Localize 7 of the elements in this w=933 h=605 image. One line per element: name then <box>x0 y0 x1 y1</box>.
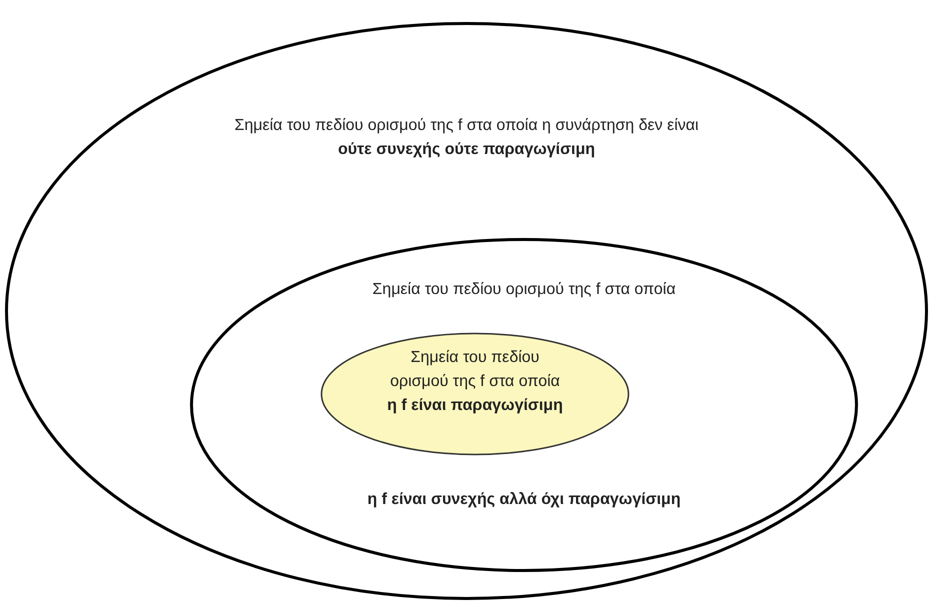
set-description: Σημεία του πεδίου ορισμού της f στα οποία η f είναι παραγωγίσιμη <box>386 348 564 416</box>
set-description: η f είναι συνεχής αλλά όχι παραγωγίσιμη <box>366 490 682 510</box>
set-ellipse <box>190 238 858 572</box>
set-description: Σημεία του πεδίου ορισμού της f στα οποία η συνάρτηση δεν είναι ούτε συνεχής ούτε παραγωγίσιμη <box>233 116 700 160</box>
set-ellipse <box>5 22 928 600</box>
set-description: Σημεία του πεδίου ορισμού της f στα οποία <box>371 280 677 300</box>
set-ellipse <box>320 332 630 456</box>
